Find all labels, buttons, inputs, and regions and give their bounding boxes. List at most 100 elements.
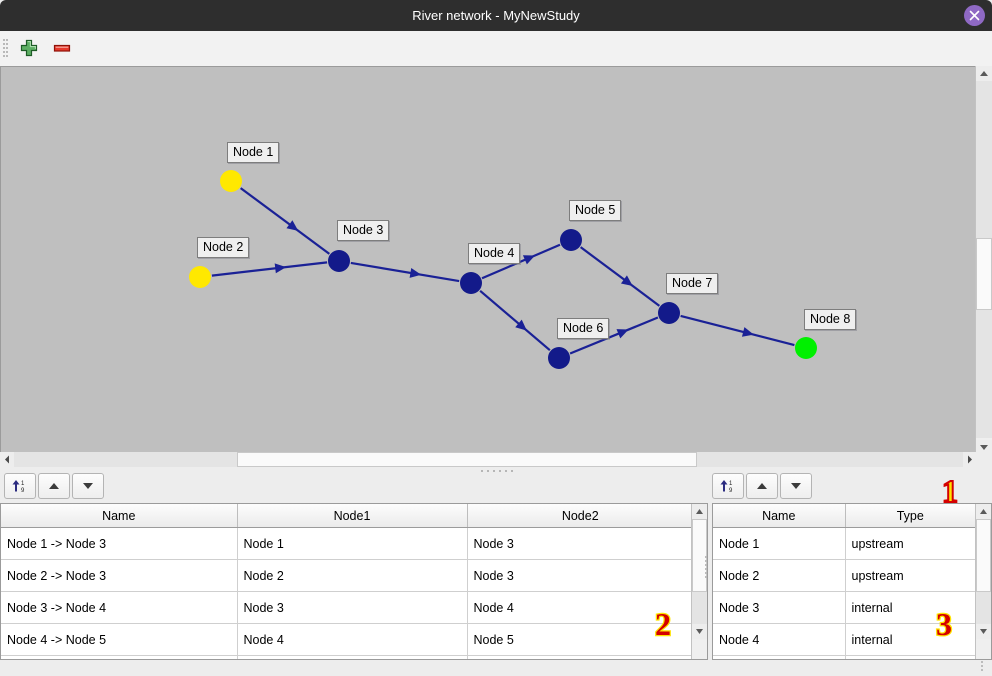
table-cell[interactable]: Node 3 <box>467 559 691 592</box>
graph-node-label[interactable]: Node 7 <box>666 273 719 294</box>
graph-node-label[interactable]: Node 3 <box>337 220 390 241</box>
links-scroll-down-arrow-icon[interactable] <box>692 624 707 639</box>
table-cell[interactable]: Node 1 -> Node 3 <box>1 527 238 560</box>
table-cell[interactable]: Node 3 <box>467 527 691 560</box>
graph-node[interactable] <box>328 250 350 272</box>
toolbar-grip[interactable] <box>3 39 8 58</box>
status-area <box>0 660 992 676</box>
table-cell[interactable]: Node 4 <box>713 623 846 656</box>
links-panel-toolbar: 1 9 <box>4 473 104 499</box>
graph-node-label[interactable]: Node 6 <box>557 318 610 339</box>
table-cell[interactable]: Node 3 <box>237 591 468 624</box>
scroll-up-arrow-icon[interactable] <box>976 66 992 81</box>
resize-grip[interactable] <box>981 661 985 676</box>
graph-node-label[interactable]: Node 4 <box>468 243 521 264</box>
table-cell[interactable] <box>237 655 468 659</box>
add-node-icon[interactable] <box>18 37 42 60</box>
nodes-scroll-up-arrow-icon[interactable] <box>976 504 991 519</box>
scroll-right-arrow-icon[interactable] <box>963 452 977 467</box>
graph-node[interactable] <box>658 302 680 324</box>
graph-node[interactable] <box>560 229 582 251</box>
nodes-move-down-button[interactable] <box>780 473 812 499</box>
graph-node-label[interactable]: Node 1 <box>227 142 280 163</box>
table-cell[interactable]: Node 1 <box>237 527 468 560</box>
svg-text:9: 9 <box>729 488 733 494</box>
table-cell[interactable]: Node 1 <box>713 527 846 560</box>
delete-node-icon[interactable] <box>51 37 75 60</box>
graph-vertical-scrollbar[interactable] <box>975 66 992 455</box>
graph-node[interactable] <box>548 347 570 369</box>
table-cell[interactable]: Node 3 <box>713 591 846 624</box>
close-icon[interactable] <box>964 5 985 26</box>
nodes-scroll-down-arrow-icon[interactable] <box>976 624 991 639</box>
links-sort-icon[interactable]: 1 9 <box>4 473 36 499</box>
svg-text:9: 9 <box>21 488 25 494</box>
links-vertical-scrollbar[interactable] <box>691 504 707 659</box>
scroll-down-arrow-icon[interactable] <box>976 440 992 455</box>
graph-node[interactable] <box>220 170 242 192</box>
table-cell[interactable]: internal <box>845 623 975 656</box>
links-scroll-up-arrow-icon[interactable] <box>692 504 707 519</box>
column-header[interactable]: Node1 <box>237 504 468 528</box>
table-cell[interactable]: Node 4 <box>467 591 691 624</box>
table-cell[interactable]: upstream <box>845 527 975 560</box>
graph-hscroll-thumb[interactable] <box>237 452 697 467</box>
panel-splitter[interactable] <box>0 467 992 476</box>
graph-node-label[interactable]: Node 8 <box>804 309 857 330</box>
links-move-up-button[interactable] <box>38 473 70 499</box>
table-cell[interactable]: upstream <box>845 559 975 592</box>
network-graph-svg <box>189 170 817 369</box>
scroll-left-arrow-icon[interactable] <box>0 452 14 467</box>
graph-vscroll-thumb[interactable] <box>976 238 992 310</box>
panel-horizontal-splitter[interactable] <box>705 556 709 578</box>
table-cell[interactable]: Node 4 -> Node 5 <box>1 623 238 656</box>
window-title: River network - MyNewStudy <box>412 8 580 23</box>
table-cell[interactable] <box>1 655 238 659</box>
table-cell[interactable]: internal <box>845 591 975 624</box>
graph-node[interactable] <box>795 337 817 359</box>
nodes-vertical-scrollbar[interactable] <box>975 504 991 659</box>
table-cell[interactable]: Node 3 -> Node 4 <box>1 591 238 624</box>
column-header[interactable]: Node2 <box>467 504 691 528</box>
graph-node-label[interactable]: Node 2 <box>197 237 250 258</box>
table-cell[interactable]: Node 5 <box>467 623 691 656</box>
table-cell[interactable] <box>467 655 691 659</box>
column-header[interactable]: Type <box>845 504 975 528</box>
graph-node[interactable] <box>460 272 482 294</box>
nodes-sort-icon[interactable]: 1 9 <box>712 473 744 499</box>
table-cell[interactable] <box>845 655 975 659</box>
main-toolbar <box>0 31 992 67</box>
table-row[interactable] <box>1 655 691 659</box>
table-cell[interactable]: Node 2 -> Node 3 <box>1 559 238 592</box>
column-header[interactable]: Name <box>713 504 846 528</box>
table-cell[interactable]: Node 2 <box>237 559 468 592</box>
graph-horizontal-scrollbar[interactable] <box>0 452 992 467</box>
table-cell[interactable] <box>713 655 846 659</box>
network-graph-canvas[interactable]: Node 1 Node 2 Node 3 Node 4 Node 5 Node 6 Node… <box>0 66 992 508</box>
table-cell[interactable]: Node 2 <box>713 559 846 592</box>
column-header[interactable]: Name <box>1 504 238 528</box>
nodes-move-up-button[interactable] <box>746 473 778 499</box>
links-vscroll-thumb[interactable] <box>692 519 707 592</box>
links-move-down-button[interactable] <box>72 473 104 499</box>
graph-node[interactable] <box>189 266 211 288</box>
annotation-2: 2 <box>654 606 673 642</box>
nodes-vscroll-thumb[interactable] <box>976 519 991 592</box>
graph-node-label[interactable]: Node 5 <box>569 200 622 221</box>
table-cell[interactable]: Node 4 <box>237 623 468 656</box>
table-row[interactable] <box>713 655 975 659</box>
splitter-grip <box>481 470 513 473</box>
